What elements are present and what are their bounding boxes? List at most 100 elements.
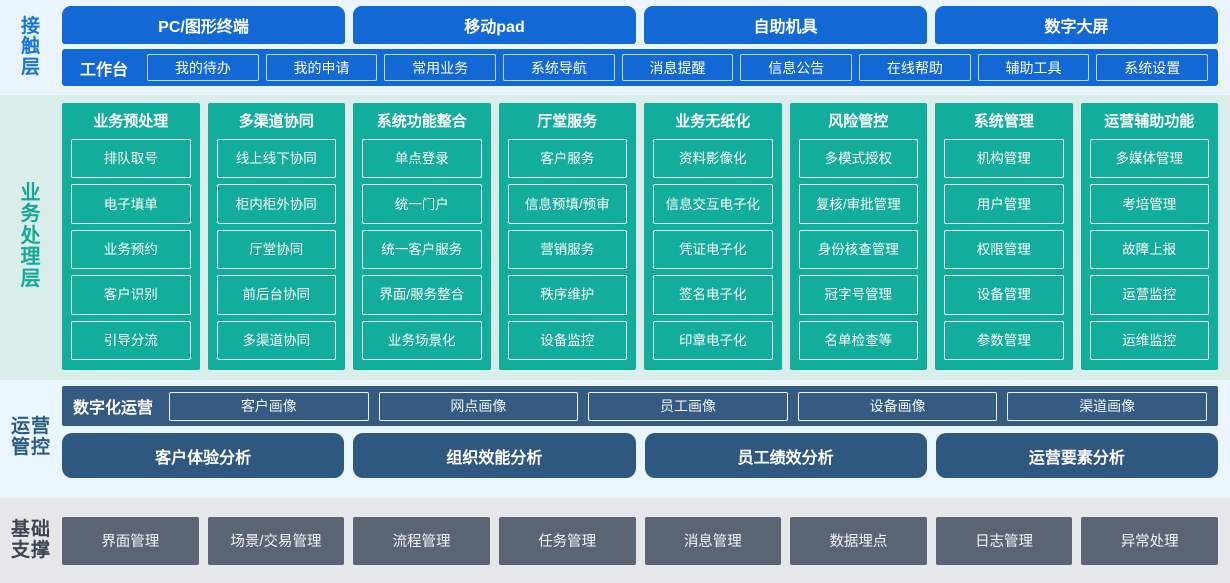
business-item[interactable]: 权限管理	[944, 229, 1064, 270]
business-item[interactable]: 机构管理	[944, 139, 1064, 179]
business-item[interactable]: 秩序维护	[507, 275, 627, 315]
channel-digital-screen[interactable]: 数字大屏	[935, 6, 1218, 44]
channel-row: PC/图形终端 移动pad 自助机具 数字大屏	[62, 6, 1218, 44]
business-item[interactable]: 多渠道协同	[216, 320, 336, 361]
business-item[interactable]: 统一门户	[362, 184, 482, 224]
business-item[interactable]: 考培管理	[1089, 184, 1209, 224]
business-item[interactable]: 设备管理	[944, 275, 1064, 315]
business-item[interactable]: 身份核查管理	[798, 229, 918, 270]
portrait-channel[interactable]: 渠道画像	[1007, 391, 1207, 421]
business-item[interactable]: 名单检查等	[798, 320, 918, 361]
workbench-item-my-todo[interactable]: 我的待办	[147, 54, 259, 81]
business-item[interactable]: 客户服务	[507, 139, 627, 179]
contact-layer: 接触层 PC/图形终端 移动pad 自助机具 数字大屏 工作台 我的待办 我的申…	[0, 0, 1230, 95]
foundation-item-scenario-transaction-management[interactable]: 场景/交易管理	[207, 516, 345, 565]
workbench-item-auxiliary-tools[interactable]: 辅助工具	[977, 54, 1090, 81]
business-layer-label: 业务处理层	[0, 103, 62, 370]
column-title: 业务无纸化	[675, 113, 751, 130]
business-item[interactable]: 凭证电子化	[653, 229, 773, 270]
portrait-device[interactable]: 设备画像	[797, 391, 998, 421]
business-column-operation-support: 运营辅助功能 多媒体管理 考培管理 故障上报 运营监控 运维监控	[1080, 103, 1218, 370]
analysis-row: 客户体验分析 组织效能分析 员工绩效分析 运营要素分析	[62, 433, 1218, 478]
business-item[interactable]: 单点登录	[362, 139, 482, 179]
column-title: 系统管理	[973, 113, 1034, 130]
channel-pc[interactable]: PC/图形终端	[62, 6, 345, 44]
business-item[interactable]: 业务场景化	[362, 320, 482, 361]
foundation-item-log-management[interactable]: 日志管理	[935, 516, 1073, 565]
foundation-item-data-tracking[interactable]: 数据埋点	[790, 516, 927, 565]
workbench-item-common-business[interactable]: 常用业务	[384, 54, 497, 81]
workbench-item-my-application[interactable]: 我的申请	[265, 54, 378, 81]
business-item[interactable]: 故障上报	[1089, 229, 1209, 270]
analysis-customer-experience[interactable]: 客户体验分析	[62, 433, 345, 478]
column-title: 系统功能整合	[376, 113, 467, 130]
business-item[interactable]: 引导分流	[71, 320, 191, 361]
workbench-label: 工作台	[80, 61, 129, 79]
business-item[interactable]: 复核/审批管理	[798, 184, 918, 224]
digital-operations-label: 数字化运营	[73, 400, 154, 417]
operations-layer: 运营管控 数字化运营 客户画像 网点画像 员工画像 设备画像 渠道画像 客户体验…	[0, 380, 1230, 498]
business-item[interactable]: 排队取号	[71, 139, 191, 179]
workbench-item-announcement[interactable]: 信息公告	[740, 54, 853, 81]
channel-mobile-pad[interactable]: 移动pad	[353, 6, 636, 44]
business-column-pre-processing: 业务预处理 排队取号 电子填单 业务预约 客户识别 引导分流	[62, 103, 200, 370]
business-layer: 业务处理层 业务预处理 排队取号 电子填单 业务预约 客户识别 引导分流 多渠道…	[0, 95, 1230, 380]
foundation-layer-label: 基础支撑	[0, 518, 62, 561]
business-column-system-management: 系统管理 机构管理 用户管理 权限管理 设备管理 参数管理	[935, 103, 1073, 370]
foundation-item-process-management[interactable]: 流程管理	[353, 516, 490, 565]
foundation-item-ui-management[interactable]: 界面管理	[62, 516, 199, 565]
channel-self-service[interactable]: 自助机具	[644, 6, 927, 44]
foundation-item-task-management[interactable]: 任务管理	[498, 516, 636, 565]
business-column-risk-control: 风险管控 多模式授权 复核/审批管理 身份核查管理 冠字号管理 名单检查等	[789, 103, 927, 370]
business-column-multichannel: 多渠道协同 线上线下协同 柜内柜外协同 厅堂协同 前后台协同 多渠道协同	[207, 103, 345, 370]
business-item[interactable]: 统一客户服务	[362, 229, 482, 270]
business-item[interactable]: 柜内柜外协同	[216, 184, 336, 224]
column-title: 风险管控	[828, 113, 889, 130]
contact-layer-label: 接触层	[0, 6, 62, 89]
business-column-lobby-service: 厅堂服务 客户服务 信息预填/预审 营销服务 秩序维护 设备监控	[498, 103, 636, 370]
business-item[interactable]: 签名电子化	[653, 275, 773, 315]
business-item[interactable]: 营销服务	[507, 229, 627, 270]
business-item[interactable]: 信息预填/预审	[507, 184, 627, 224]
business-item[interactable]: 电子填单	[71, 184, 191, 224]
analysis-employee-performance[interactable]: 员工绩效分析	[644, 433, 927, 478]
business-item[interactable]: 运维监控	[1089, 320, 1209, 361]
business-item[interactable]: 用户管理	[944, 184, 1064, 224]
foundation-layer: 基础支撑 界面管理 场景/交易管理 流程管理 任务管理 消息管理 数据埋点 日志…	[0, 498, 1230, 583]
column-title: 业务预处理	[93, 113, 169, 130]
workbench-item-system-navigation[interactable]: 系统导航	[503, 54, 615, 81]
foundation-item-message-management[interactable]: 消息管理	[644, 516, 782, 565]
business-item[interactable]: 资料影像化	[653, 139, 773, 179]
business-item[interactable]: 信息交互电子化	[653, 184, 773, 224]
portrait-employee[interactable]: 员工画像	[588, 391, 788, 421]
analysis-operation-factors[interactable]: 运营要素分析	[935, 433, 1218, 478]
foundation-layer-body: 界面管理 场景/交易管理 流程管理 任务管理 消息管理 数据埋点 日志管理 异常…	[62, 516, 1218, 565]
portrait-branch[interactable]: 网点画像	[378, 391, 579, 421]
foundation-item-exception-handling[interactable]: 异常处理	[1081, 516, 1218, 565]
contact-layer-body: PC/图形终端 移动pad 自助机具 数字大屏 工作台 我的待办 我的申请 常用…	[62, 6, 1218, 89]
column-title: 运营辅助功能	[1104, 113, 1195, 130]
workbench-item-online-help[interactable]: 在线帮助	[859, 54, 971, 81]
business-item[interactable]: 冠字号管理	[798, 275, 918, 315]
business-item[interactable]: 印章电子化	[653, 320, 773, 361]
business-item[interactable]: 线上线下协同	[216, 139, 336, 179]
workbench-item-message-reminder[interactable]: 消息提醒	[621, 54, 734, 81]
business-item[interactable]: 多媒体管理	[1089, 139, 1209, 179]
business-item[interactable]: 界面/服务整合	[362, 275, 482, 315]
business-item[interactable]: 业务预约	[71, 229, 191, 270]
operations-layer-label-text: 运营管控	[10, 416, 51, 458]
business-column-paperless: 业务无纸化 资料影像化 信息交互电子化 凭证电子化 签名电子化 印章电子化	[644, 103, 782, 370]
business-item[interactable]: 参数管理	[944, 320, 1064, 361]
workbench-item-system-settings[interactable]: 系统设置	[1096, 54, 1209, 81]
business-item[interactable]: 多模式授权	[798, 139, 918, 179]
business-item[interactable]: 设备监控	[507, 320, 627, 361]
analysis-organizational-efficiency[interactable]: 组织效能分析	[353, 433, 636, 478]
business-item[interactable]: 运营监控	[1089, 275, 1209, 315]
business-column-system-integration: 系统功能整合 单点登录 统一门户 统一客户服务 界面/服务整合 业务场景化	[353, 103, 491, 370]
portrait-customer[interactable]: 客户画像	[169, 391, 369, 421]
business-item[interactable]: 客户识别	[71, 275, 191, 315]
business-item[interactable]: 厅堂协同	[216, 229, 336, 270]
foundation-layer-label-text: 基础支撑	[10, 518, 51, 561]
business-item[interactable]: 前后台协同	[216, 275, 336, 315]
